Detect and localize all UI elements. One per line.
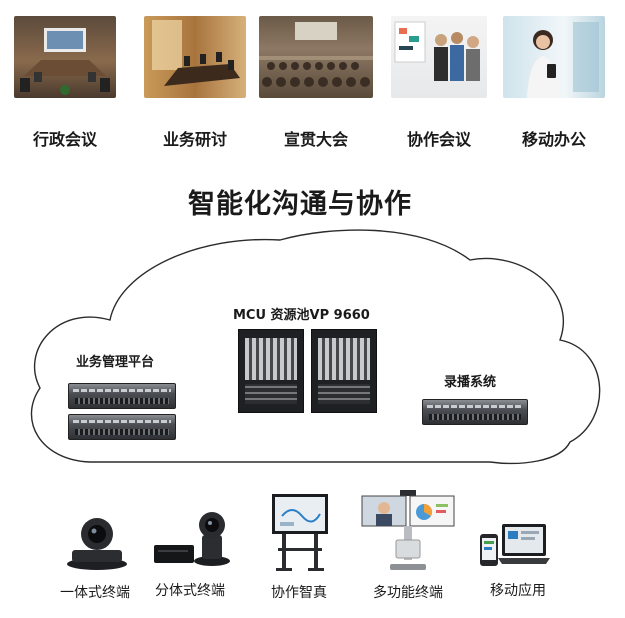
scene-photo-mobile-office bbox=[503, 16, 605, 98]
recording-server bbox=[422, 399, 528, 425]
integrated-terminal-icon bbox=[67, 518, 127, 570]
scene-photo-collaboration-meeting bbox=[391, 16, 487, 98]
scenario-label: 移动办公 bbox=[521, 130, 586, 149]
mobile-app-devices-icon bbox=[480, 524, 550, 566]
management-server-2 bbox=[68, 414, 176, 440]
scene-photo-executive-meeting bbox=[14, 16, 116, 98]
scene-photo-plenary-assembly bbox=[259, 16, 373, 98]
split-terminal-icon bbox=[154, 512, 230, 566]
scenario-label: 宣贯大会 bbox=[283, 130, 348, 149]
scenario-label: 协作会议 bbox=[406, 130, 471, 149]
mcu-pool-label: MCU 资源池VP 9660 bbox=[233, 308, 370, 323]
mcu-rack-1 bbox=[238, 329, 304, 413]
recording-system-label: 录播系统 bbox=[444, 375, 497, 390]
main-title: 智能化沟通与协作 bbox=[188, 189, 412, 220]
terminal-label: 一体式终端 bbox=[60, 585, 130, 601]
scenario-label: 行政会议 bbox=[32, 130, 97, 149]
multifunction-terminal-icon bbox=[361, 490, 455, 570]
mcu-rack-2 bbox=[311, 329, 377, 413]
management-server-1 bbox=[68, 383, 176, 409]
terminal-label: 移动应用 bbox=[490, 583, 546, 599]
terminal-label: 分体式终端 bbox=[155, 583, 225, 599]
terminal-label: 多功能终端 bbox=[373, 585, 443, 601]
management-platform-label: 业务管理平台 bbox=[76, 355, 155, 370]
scene-photo-business-discussion bbox=[144, 16, 246, 98]
collaboration-board-icon bbox=[272, 494, 328, 571]
scenario-label: 业务研讨 bbox=[162, 130, 227, 149]
terminal-label: 协作智真 bbox=[271, 585, 327, 601]
